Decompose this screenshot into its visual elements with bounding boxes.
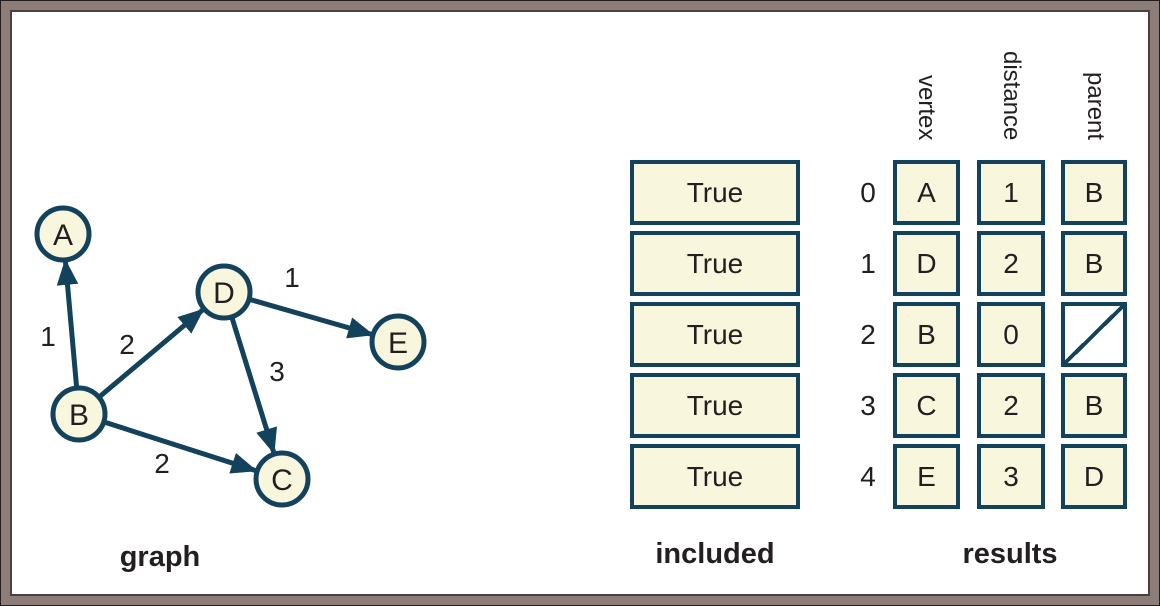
cell-text: 0 xyxy=(1003,318,1019,350)
node-a-circle xyxy=(34,205,92,263)
results-cell-vertex-3: C xyxy=(893,373,960,438)
node-d-circle xyxy=(195,263,253,321)
results-cell-distance-3: 2 xyxy=(977,373,1045,438)
column-header-vertex: vertex xyxy=(913,74,940,140)
edge-b-d-line xyxy=(98,308,205,398)
included-value-3: True xyxy=(686,389,744,421)
cell-text: D xyxy=(916,247,937,279)
included-box-2: True xyxy=(630,302,800,367)
column-header-distance: distance xyxy=(998,50,1025,140)
node-b-label: B xyxy=(69,399,89,432)
results-cell-vertex-1: D xyxy=(893,231,960,296)
cell-text: B xyxy=(1084,247,1104,279)
cell-text: C xyxy=(916,389,937,421)
included-box-4: True xyxy=(630,444,800,509)
results-cell-parent-2-empty-slash xyxy=(1061,302,1127,367)
edge-b-c-weight: 2 xyxy=(154,448,170,479)
included-box-0: True xyxy=(630,160,800,225)
node-b-circle xyxy=(50,385,108,443)
cell-text: 2 xyxy=(1003,389,1019,421)
row-index-1: 1 xyxy=(860,247,876,279)
edge-b-d-weight: 2 xyxy=(119,329,135,360)
included-value-0: True xyxy=(686,176,744,208)
edge-d-e-line xyxy=(250,297,375,339)
edge-b-a-line xyxy=(56,258,79,387)
cell-text: D xyxy=(1083,460,1105,492)
results-cell-distance-0: 1 xyxy=(977,160,1045,225)
edge-d-e-weight: 1 xyxy=(284,262,300,293)
included-value-1: True xyxy=(686,247,744,279)
results-cell-distance-1: 2 xyxy=(977,231,1045,296)
included-value-4: True xyxy=(686,460,744,492)
node-a-label: A xyxy=(53,219,73,252)
results-cell-parent-1: B xyxy=(1061,231,1127,296)
cell-text: 2 xyxy=(1003,247,1019,279)
included-box-3: True xyxy=(630,373,800,438)
included-caption: included xyxy=(655,538,775,570)
edge-b-a-weight: 1 xyxy=(40,321,56,352)
results-cell-vertex-0: A xyxy=(893,160,960,225)
results-cell-distance-2: 0 xyxy=(977,302,1045,367)
cell-text: B xyxy=(917,318,936,350)
row-index-3: 3 xyxy=(860,389,876,421)
cell-text: 1 xyxy=(1003,176,1019,208)
included-value-2: True xyxy=(686,318,744,350)
graph-caption: graph xyxy=(119,541,201,573)
cell-text: E xyxy=(917,460,936,492)
cell-text: B xyxy=(1084,389,1104,421)
cell-text: A xyxy=(917,176,936,208)
included-box-1: True xyxy=(630,231,800,296)
results-cell-vertex-4: E xyxy=(893,444,960,509)
results-caption: results xyxy=(962,538,1058,570)
node-e-circle xyxy=(369,313,427,371)
cell-text: 3 xyxy=(1003,460,1019,492)
results-cell-vertex-2: B xyxy=(893,302,960,367)
column-header-parent: parent xyxy=(1082,71,1109,140)
edge-d-c-line xyxy=(229,317,277,455)
node-c-circle xyxy=(253,450,311,508)
results-cell-parent-4: D xyxy=(1061,444,1127,509)
node-c-label: C xyxy=(271,464,293,497)
row-index-4: 4 xyxy=(860,460,876,492)
cell-text: B xyxy=(1084,176,1104,208)
results-cell-parent-3: B xyxy=(1061,373,1127,438)
node-d-label: D xyxy=(213,277,235,310)
results-cell-parent-0: B xyxy=(1061,160,1127,225)
row-index-0: 0 xyxy=(860,176,876,208)
edge-b-c-line xyxy=(104,420,258,474)
edge-d-c-weight: 3 xyxy=(269,356,285,387)
node-e-label: E xyxy=(388,327,408,360)
row-index-2: 2 xyxy=(860,318,876,350)
results-cell-distance-4: 3 xyxy=(977,444,1045,509)
